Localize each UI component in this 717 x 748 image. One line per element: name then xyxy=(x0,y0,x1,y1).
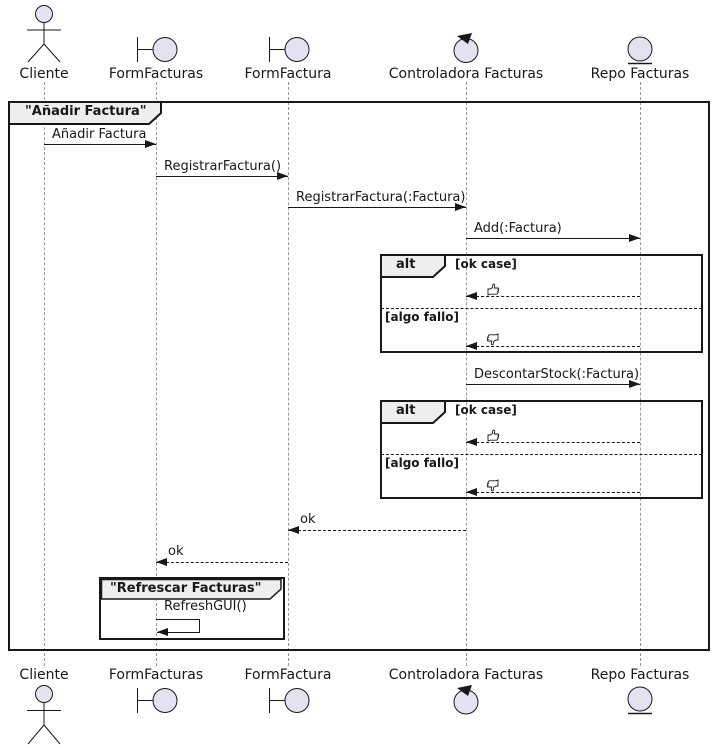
participant-label-formfacturas: FormFacturas xyxy=(108,66,204,82)
frame-anadir-factura xyxy=(8,101,710,651)
lifeline-formfactura xyxy=(288,82,289,666)
self-message-right xyxy=(199,619,200,632)
self-message-bottom xyxy=(157,632,200,633)
arrowhead-left xyxy=(466,488,477,496)
self-message-top xyxy=(156,619,200,620)
participant-label-controladora: Controladora Facturas xyxy=(388,66,544,82)
alt-guard-fail: [algo fallo] xyxy=(385,456,459,470)
message-line xyxy=(466,384,640,385)
participant-label-formfactura: FormFactura xyxy=(244,66,332,82)
return-line xyxy=(288,530,466,531)
participant-label-cliente: Cliente xyxy=(19,66,69,82)
return-line xyxy=(466,296,640,297)
lifeline-cliente xyxy=(44,82,45,666)
participant-label-repo-bottom: Repo Facturas xyxy=(590,667,690,683)
alt-frame-1 xyxy=(380,254,703,353)
boundary-icon xyxy=(269,37,310,62)
alt-operator-label: alt xyxy=(396,257,416,272)
arrowhead-left xyxy=(466,342,477,350)
return-line xyxy=(156,562,288,563)
participant-label-formfacturas-bottom: FormFacturas xyxy=(108,667,204,683)
entity-icon xyxy=(627,36,653,65)
message-line xyxy=(156,176,288,177)
inner-frame-title-tab xyxy=(101,579,282,600)
boundary-icon xyxy=(137,37,178,62)
alt-guard-ok: [ok case] xyxy=(455,257,517,271)
arrowhead-left xyxy=(157,628,168,636)
return-line xyxy=(466,492,640,493)
return-line xyxy=(466,442,640,443)
alt-operator-tab xyxy=(380,400,446,424)
return-line xyxy=(466,346,640,347)
alt-guard-fail: [algo fallo] xyxy=(385,310,459,324)
arrowhead-left xyxy=(156,558,167,566)
message-ok-1: ok xyxy=(300,512,316,527)
alt-operator-tab xyxy=(380,254,446,278)
message-registrar-factura: RegistrarFactura() xyxy=(164,159,282,174)
arrowhead-left xyxy=(466,292,477,300)
alt-divider xyxy=(381,308,702,309)
thumbs-down-icon xyxy=(486,479,499,492)
inner-frame-title: "Refrescar Facturas" xyxy=(110,581,262,596)
alt-operator-label: alt xyxy=(396,403,416,418)
control-icon xyxy=(453,685,479,715)
thumbs-up-icon xyxy=(487,283,500,296)
message-refresh-gui: RefreshGUI() xyxy=(164,599,247,614)
participant-label-cliente-bottom: Cliente xyxy=(19,667,69,683)
lifeline-formfacturas xyxy=(156,82,157,666)
lifeline-repo-facturas xyxy=(640,82,641,666)
participant-label-controladora-bottom: Controladora Facturas xyxy=(388,667,544,683)
message-line xyxy=(466,238,640,239)
message-line xyxy=(288,207,466,208)
message-line xyxy=(44,144,156,145)
thumbs-up-icon xyxy=(487,429,500,442)
frame-title: "Añadir Factura" xyxy=(25,104,147,119)
participant-label-formfactura-bottom: FormFactura xyxy=(244,667,332,683)
message-descontar-stock: DescontarStock(:Factura) xyxy=(474,367,640,382)
actor-icon xyxy=(27,685,61,745)
arrowhead-right xyxy=(455,203,466,211)
message-registrar-factura-param: RegistrarFactura(:Factura) xyxy=(296,190,466,205)
frame-refrescar-facturas xyxy=(99,577,285,640)
arrowhead-left xyxy=(288,526,299,534)
arrowhead-right xyxy=(145,140,156,148)
arrowhead-left xyxy=(466,438,477,446)
lifeline-controladora-facturas xyxy=(466,82,467,666)
control-icon xyxy=(453,33,479,63)
alt-divider xyxy=(381,454,702,455)
message-ok-2: ok xyxy=(168,544,184,559)
message-anadir-factura: Añadir Factura xyxy=(52,127,147,142)
arrowhead-right xyxy=(629,380,640,388)
arrowhead-right xyxy=(629,234,640,242)
entity-icon xyxy=(627,686,653,715)
alt-frame-2 xyxy=(380,400,703,499)
alt-guard-ok: [ok case] xyxy=(455,403,517,417)
arrowhead-right xyxy=(277,172,288,180)
participant-label-repo: Repo Facturas xyxy=(590,66,690,82)
actor-icon xyxy=(27,5,61,63)
message-add-factura: Add(:Factura) xyxy=(474,221,562,236)
boundary-icon xyxy=(137,688,178,713)
frame-title-tab xyxy=(8,101,162,125)
thumbs-down-icon xyxy=(486,333,499,346)
boundary-icon xyxy=(269,688,310,713)
